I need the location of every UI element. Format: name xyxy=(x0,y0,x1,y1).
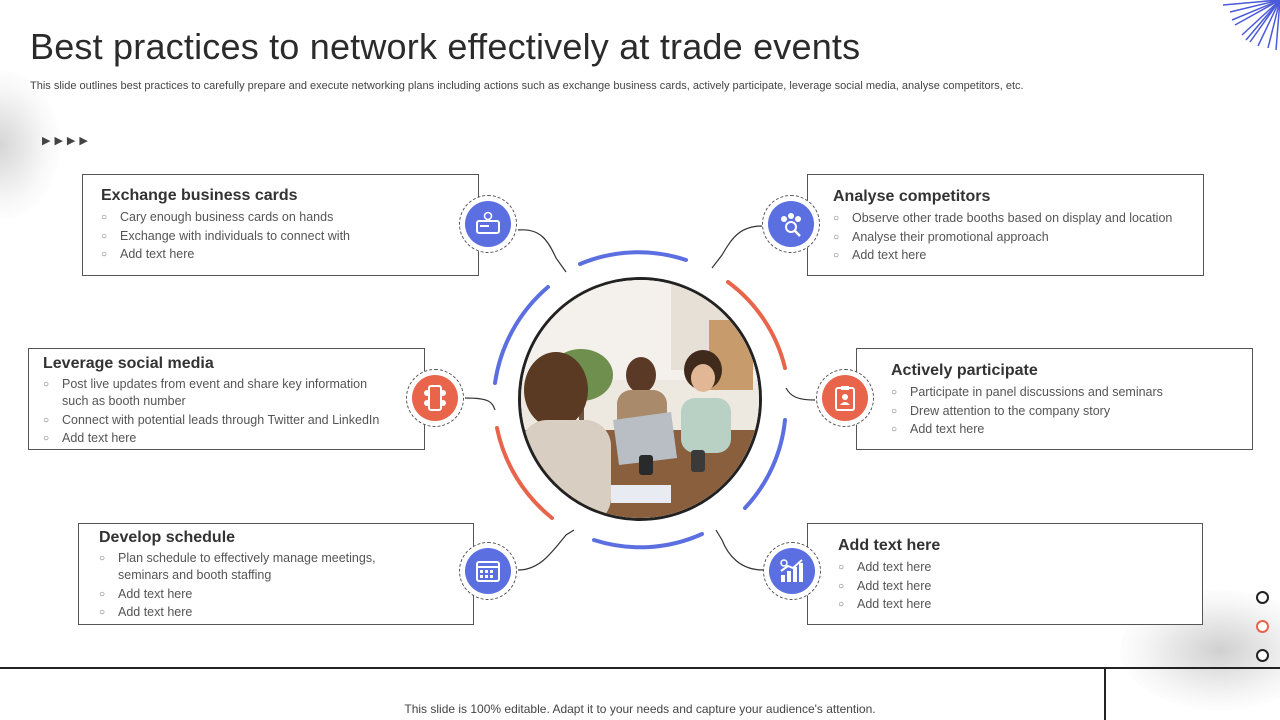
list-item: Analyse their promotional approach xyxy=(833,229,1178,246)
calendar-icon xyxy=(465,548,511,594)
list-item: Post live updates from event and share k… xyxy=(43,376,410,410)
card-analyse-competitors: Analyse competitors Observe other trade … xyxy=(807,174,1204,276)
list-item: Drew attention to the company story xyxy=(891,403,1218,420)
list-item: Add text here xyxy=(838,596,1172,613)
team-search-icon xyxy=(768,201,814,247)
social-media-phone-icon-badge xyxy=(406,369,464,427)
list-item: Cary enough business cards on hands xyxy=(101,209,460,226)
slide-nav-dot-1[interactable] xyxy=(1256,591,1269,604)
list-item: Connect with potential leads through Twi… xyxy=(43,412,410,429)
page-title: Best practices to network effectively at… xyxy=(30,26,861,67)
card-actively-participate: Actively participate Participate in pane… xyxy=(856,348,1253,450)
card-heading: Leverage social media xyxy=(43,355,214,372)
business-card-icon-badge xyxy=(459,195,517,253)
list-item: Add text here xyxy=(43,430,410,447)
list-item: Observe other trade booths based on disp… xyxy=(833,210,1178,227)
slide-nav-dot-3[interactable] xyxy=(1256,649,1269,662)
card-exchange-business-cards: Exchange business cards Cary enough busi… xyxy=(82,174,479,276)
calendar-icon-badge xyxy=(459,542,517,600)
card-leverage-social-media: Leverage social media Post live updates … xyxy=(28,348,425,450)
card-add-text-here: Add text here Add text here Add text her… xyxy=(807,523,1203,625)
list-item: Add text here xyxy=(891,421,1218,438)
slide-nav-dot-2[interactable] xyxy=(1256,620,1269,633)
growth-chart-icon xyxy=(769,548,815,594)
page-subtitle: This slide outlines best practices to ca… xyxy=(30,80,1024,92)
card-heading: Analyse competitors xyxy=(833,188,991,205)
list-item: Add text here xyxy=(99,586,453,603)
list-item: Add text here xyxy=(833,247,1178,264)
card-develop-schedule: Develop schedule Plan schedule to effect… xyxy=(78,523,474,625)
business-card-icon xyxy=(465,201,511,247)
center-meeting-photo xyxy=(518,277,762,521)
card-heading: Develop schedule xyxy=(99,529,236,546)
list-item: Add text here xyxy=(838,559,1172,576)
list-item: Add text here xyxy=(838,578,1172,595)
arrow-indicators: ▶▶▶▶ xyxy=(42,135,92,147)
footer-vertical-divider xyxy=(1104,667,1106,720)
clipboard-profile-icon xyxy=(822,375,868,421)
footer-divider xyxy=(0,667,1280,669)
list-item: Participate in panel discussions and sem… xyxy=(891,384,1218,401)
starburst-decoration xyxy=(1222,0,1280,51)
team-search-icon-badge xyxy=(762,195,820,253)
list-item: Exchange with individuals to connect wit… xyxy=(101,228,460,245)
card-heading: Actively participate xyxy=(891,362,1038,379)
list-item: Plan schedule to effectively manage meet… xyxy=(99,550,453,584)
card-heading: Exchange business cards xyxy=(101,187,298,204)
social-media-phone-icon xyxy=(412,375,458,421)
card-heading: Add text here xyxy=(838,537,941,554)
footer-note: This slide is 100% editable. Adapt it to… xyxy=(404,702,876,716)
list-item: Add text here xyxy=(101,246,460,263)
clipboard-profile-icon-badge xyxy=(816,369,874,427)
growth-chart-icon-badge xyxy=(763,542,821,600)
list-item: Add text here xyxy=(99,604,453,621)
